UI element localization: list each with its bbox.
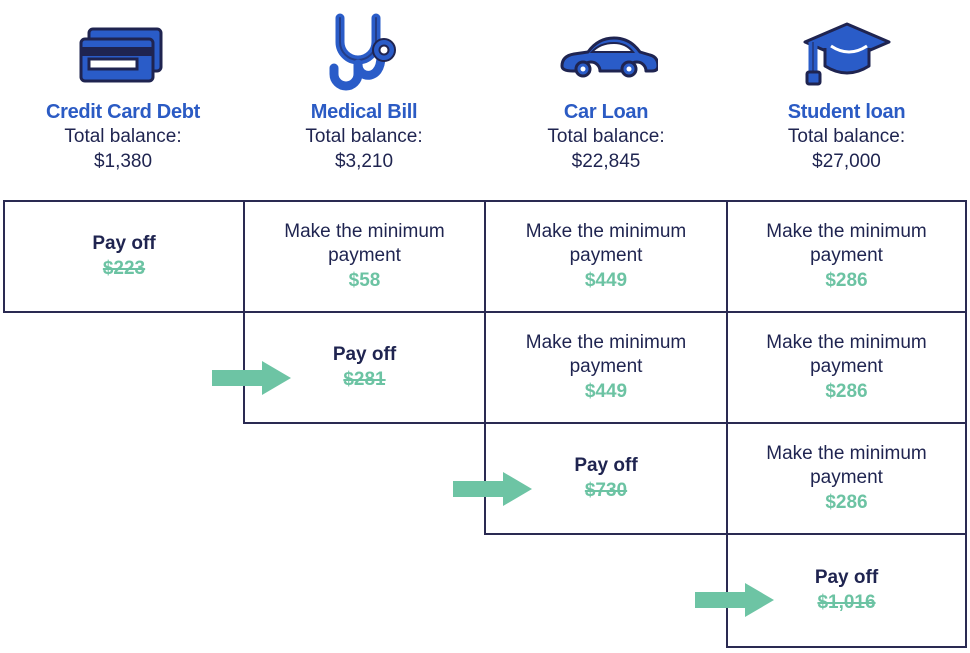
debt-balance-amount: $1,380: [93, 151, 153, 172]
cell-action-label: Pay off: [332, 343, 397, 365]
debt-column-student-loan: Student loan Total balance: $27,000: [727, 0, 966, 200]
cell-amount: $286: [825, 491, 868, 513]
table-row-1-cell-credit-card-debt: Pay off $223: [3, 200, 245, 313]
car-icon: [554, 8, 658, 100]
cell-amount: $286: [825, 380, 868, 402]
cell-action-label: Make the minimum payment: [766, 331, 927, 377]
snowball-arrow-row-2: [212, 361, 291, 395]
cell-action-label: Make the minimum payment: [766, 442, 927, 488]
table-row-2-cell-medical-bill: Pay off $281: [243, 311, 486, 424]
snowball-arrow-row-3: [453, 472, 532, 506]
debt-column-medical-bill: Medical Bill Total balance: $3,210: [243, 0, 485, 200]
debt-balance-label: Total balance:: [305, 126, 423, 147]
stethoscope-icon: [324, 8, 404, 100]
cell-amount: $449: [584, 380, 628, 402]
debt-column-car-loan: Car Loan Total balance: $22,845: [485, 0, 727, 200]
cell-amount: $1,016: [817, 591, 876, 613]
table-row-1-cell-student-loan: Make the minimum payment $286: [726, 200, 967, 313]
debt-balance-amount: $22,845: [571, 151, 641, 172]
cell-action-label: Make the minimum payment: [284, 220, 445, 266]
cell-amount: $281: [343, 368, 386, 390]
table-row-1-cell-medical-bill: Make the minimum payment $58: [243, 200, 486, 313]
cell-action-label: Pay off: [92, 232, 156, 254]
debt-balance-label: Total balance:: [547, 126, 665, 147]
cell-action-label: Make the minimum payment: [525, 331, 687, 377]
cell-amount: $223: [102, 257, 146, 279]
graduation-cap-icon: [801, 8, 893, 100]
snowball-arrow-row-4: [695, 583, 774, 617]
cell-action-label: Make the minimum payment: [525, 220, 687, 266]
debt-balance-amount: $3,210: [334, 151, 394, 172]
debt-balance-label: Total balance:: [787, 126, 906, 147]
table-row-2-cell-student-loan: Make the minimum payment $286: [726, 311, 967, 424]
table-row-2-cell-car-loan: Make the minimum payment $449: [484, 311, 728, 424]
debt-balance-amount: $27,000: [812, 151, 881, 172]
debt-column-headers: Credit Card Debt Total balance: $1,380 M…: [3, 0, 966, 200]
cell-amount: $730: [584, 479, 628, 501]
debt-title: Car Loan: [563, 101, 649, 123]
cell-amount: $58: [348, 269, 381, 291]
credit-cards-icon: [75, 8, 171, 100]
debt-title: Credit Card Debt: [45, 101, 201, 123]
debt-title: Medical Bill: [310, 101, 418, 123]
table-row-1-cell-car-loan: Make the minimum payment $449: [484, 200, 728, 313]
cell-amount: $286: [825, 269, 868, 291]
cell-action-label: Pay off: [574, 454, 638, 476]
debt-column-credit-card-debt: Credit Card Debt Total balance: $1,380: [3, 0, 243, 200]
cell-amount: $449: [584, 269, 628, 291]
debt-title: Student loan: [787, 101, 906, 123]
debt-balance-label: Total balance:: [64, 126, 182, 147]
table-row-3-cell-student-loan: Make the minimum payment $286: [726, 422, 967, 535]
table-row-4-cell-student-loan: Pay off $1,016: [726, 533, 967, 648]
cell-action-label: Make the minimum payment: [766, 220, 927, 266]
cell-action-label: Pay off: [814, 566, 879, 588]
